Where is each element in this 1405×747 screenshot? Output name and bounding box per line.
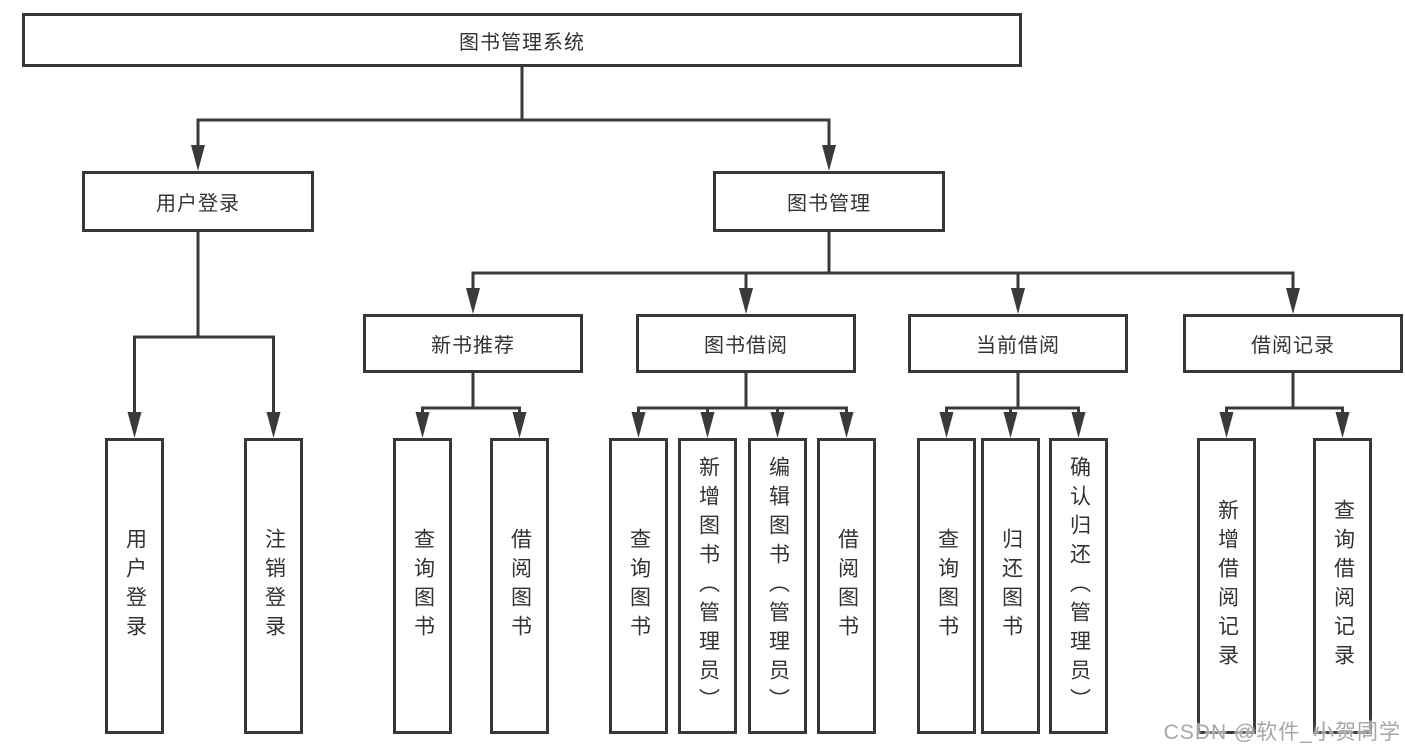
- leaf-newbook-borrow-book: 借阅图书: [490, 438, 549, 734]
- leaf-borrow-book: 借阅图书: [817, 438, 876, 734]
- leaf-current-query-book: 查询图书: [917, 438, 976, 734]
- leaf-newbook-query-book: 查询图书: [393, 438, 452, 734]
- wire-borrowrecord-to-leaves: [1225, 372, 1344, 421]
- csdn-watermark: CSDN @软件_小贺同学: [1163, 721, 1401, 744]
- leaf-add-borrow-record: 新增借阅记录: [1197, 438, 1256, 734]
- node-book-borrow: 图书借阅: [636, 314, 856, 373]
- leaf-confirm-return-admin: 确认归还（管理员）: [1049, 438, 1108, 734]
- leaf-add-book-admin: 新增图书（管理员）: [678, 438, 737, 734]
- wire-bookborrow-to-leaves: [637, 372, 848, 421]
- leaf-borrow-query-book: 查询图书: [609, 438, 668, 734]
- wire-newbook-to-leaves: [421, 372, 521, 421]
- wire-userlogin-to-leaves: [133, 231, 275, 420]
- arrowheads: [127, 145, 1350, 438]
- leaf-query-borrow-record: 查询借阅记录: [1313, 438, 1372, 734]
- wire-root-to-level2: [196, 66, 831, 152]
- leaf-return-book: 归还图书: [981, 438, 1040, 734]
- node-root: 图书管理系统: [22, 13, 1022, 67]
- node-current-borrow: 当前借阅: [908, 314, 1128, 373]
- node-user-login: 用户登录: [82, 171, 314, 232]
- node-new-book-recommend: 新书推荐: [363, 314, 583, 373]
- leaf-user-login: 用户登录: [105, 438, 164, 734]
- node-book-management: 图书管理: [713, 171, 945, 232]
- wire-bookmgmt-to-level3: [471, 231, 1295, 296]
- leaf-logout: 注销登录: [244, 438, 303, 734]
- node-borrow-record: 借阅记录: [1183, 314, 1403, 373]
- leaf-edit-book-admin: 编辑图书（管理员）: [748, 438, 807, 734]
